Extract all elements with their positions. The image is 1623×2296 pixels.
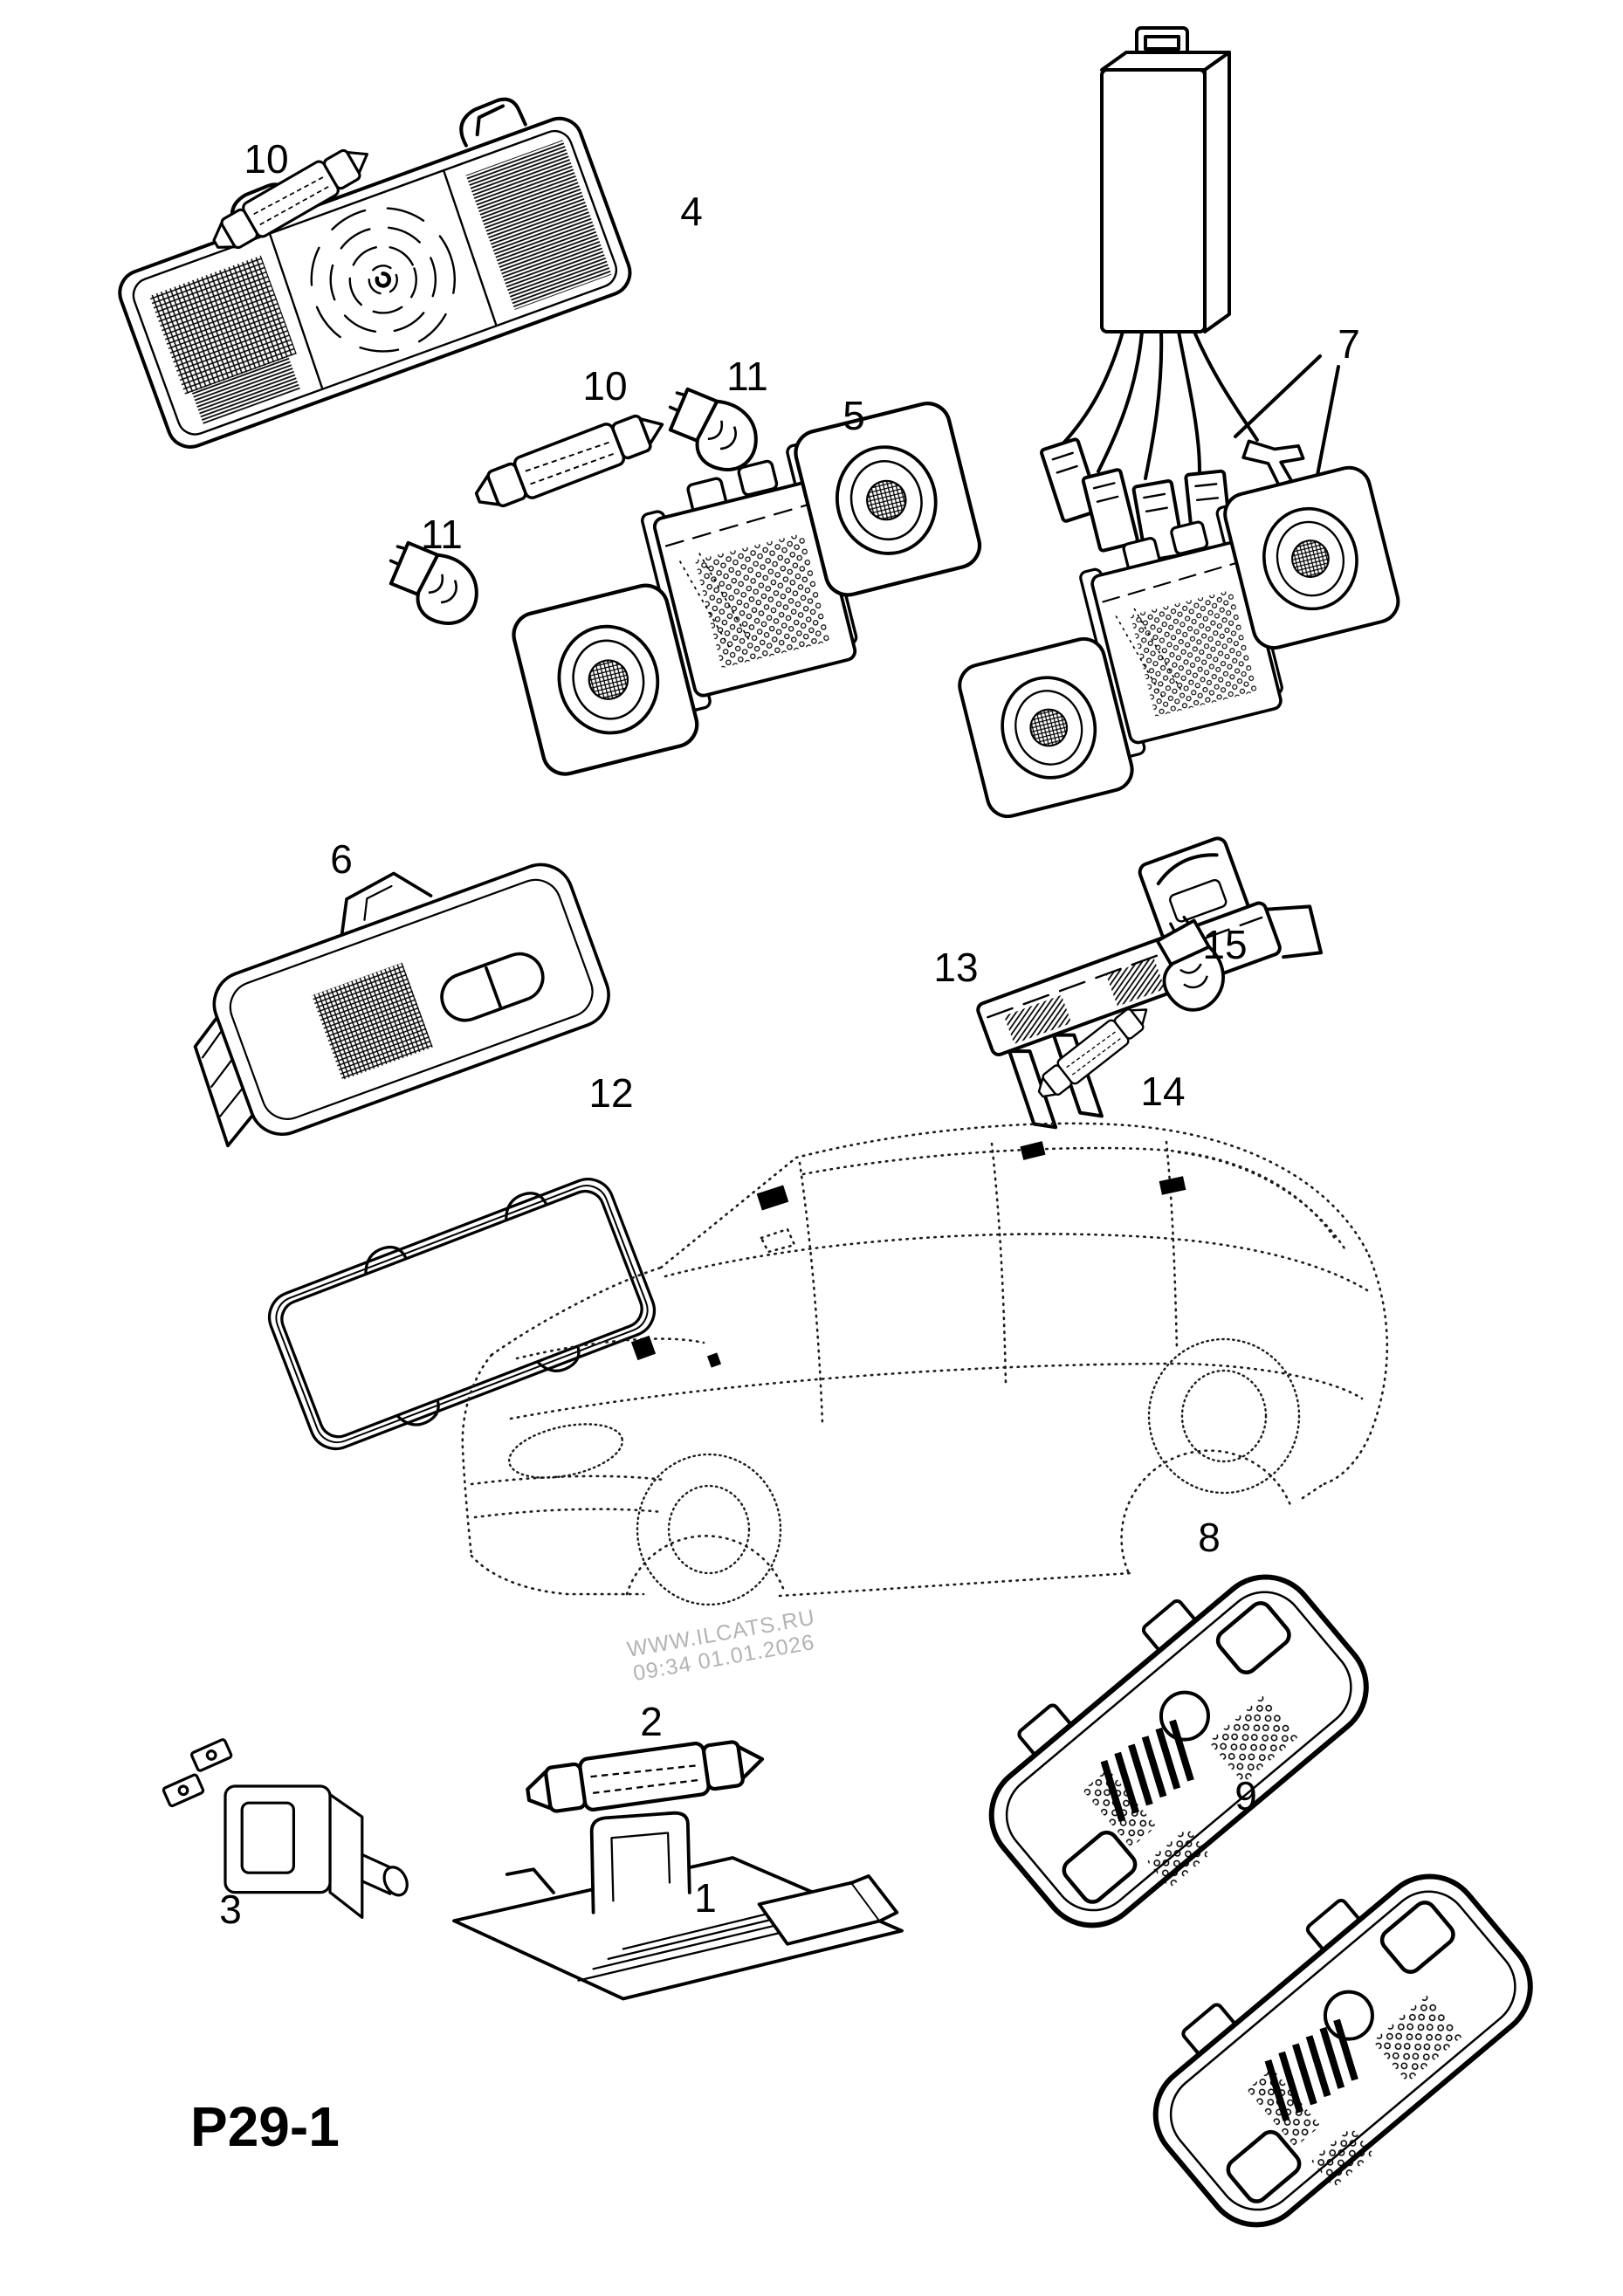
part-label-1: 1 xyxy=(694,1875,717,1921)
part-label-6: 6 xyxy=(330,836,353,882)
part-label-11b: 11 xyxy=(421,512,463,557)
part-1-lamp-drawing xyxy=(452,1811,904,2001)
part-label-8: 8 xyxy=(1198,1515,1221,1560)
watermark: WWW.ILCATS.RU 09:34 01.01.2026 xyxy=(625,1605,817,1686)
part-6-lamp-drawing xyxy=(193,863,610,1148)
part-8-console-drawing xyxy=(952,1535,1393,1953)
part-2-festoon-bulb-drawing xyxy=(525,1735,766,1818)
part-label-15: 15 xyxy=(1202,922,1247,967)
part-label-7: 7 xyxy=(1338,321,1360,367)
part-label-13: 13 xyxy=(933,945,978,990)
part-label-11a: 11 xyxy=(726,354,768,399)
part-label-10a: 10 xyxy=(244,136,288,182)
part-9-console-drawing xyxy=(1117,1834,1557,2252)
part-4-lens-drawing xyxy=(118,97,632,449)
part-10b-festoon-bulb-drawing xyxy=(468,403,672,519)
diagram-code: P29-1 xyxy=(190,2095,340,2158)
part-label-2: 2 xyxy=(640,1699,663,1744)
part-7-harness-drawing xyxy=(1040,26,1305,563)
part-label-12: 12 xyxy=(588,1070,633,1116)
part-label-5: 5 xyxy=(842,393,865,438)
part-label-10b: 10 xyxy=(582,363,627,409)
part-3-switch-drawing xyxy=(162,1738,409,1920)
callout-labels: 10 4 10 11 5 7 11 6 13 15 14 12 2 3 1 8 … xyxy=(219,136,1360,1932)
part-label-14: 14 xyxy=(1140,1069,1185,1114)
lamp-location-markers xyxy=(630,1141,1186,1368)
car-outline-drawing xyxy=(461,1122,1389,1606)
part-label-4: 4 xyxy=(680,189,703,234)
part-label-3: 3 xyxy=(219,1887,242,1932)
part-12-gasket-drawing xyxy=(267,1178,657,1451)
part-label-9: 9 xyxy=(1234,1773,1257,1818)
